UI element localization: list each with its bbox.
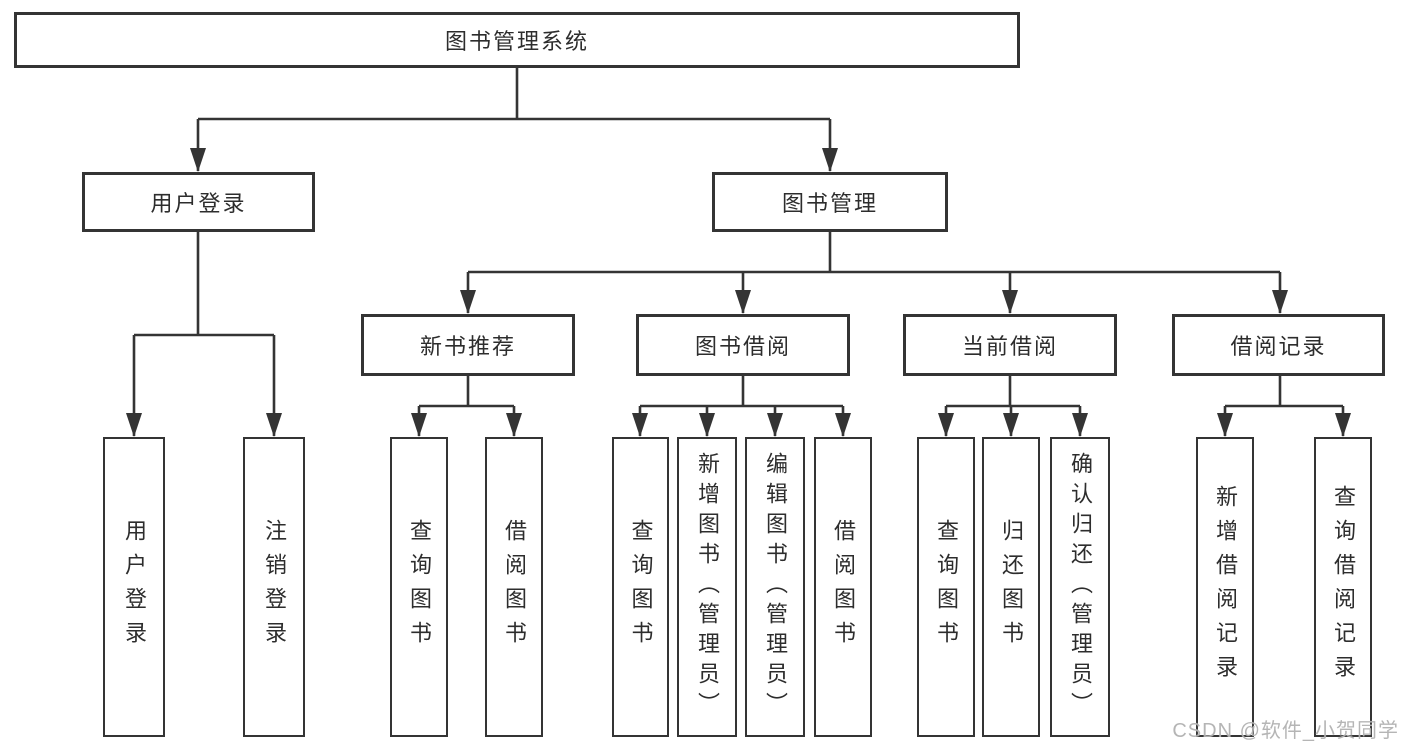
node-label: 查询图书: [934, 519, 959, 655]
leaf-query-borrow-record: 查询借阅记录: [1314, 437, 1372, 737]
node-library-system: 图书管理系统: [14, 12, 1020, 68]
node-label: 图书借阅: [694, 334, 791, 359]
leaf-logout: 注销登录: [243, 437, 305, 737]
node-label: 注销登录: [262, 519, 287, 655]
node-label: 借阅记录: [1230, 334, 1327, 359]
node-label: 借阅图书: [502, 519, 527, 655]
node-label: 新书推荐: [419, 334, 516, 359]
leaf-query-books-1: 查询图书: [390, 437, 448, 737]
leaf-add-books-admin: 新增图书（管理员）: [677, 437, 737, 737]
node-label: 用户登录: [122, 519, 147, 655]
arrowheads: [126, 148, 1351, 437]
leaf-user-login: 用户登录: [103, 437, 165, 737]
csdn-watermark: CSDN @软件_小贺同学: [1172, 720, 1399, 742]
node-borrow-records: 借阅记录: [1172, 314, 1385, 376]
node-label: 图书管理系统: [444, 29, 589, 54]
node-label: 当前借阅: [961, 334, 1058, 359]
node-book-management: 图书管理: [712, 172, 948, 232]
node-label: 新增借阅记录: [1213, 485, 1238, 689]
node-label: 图书管理: [781, 191, 878, 216]
node-user-login: 用户登录: [82, 172, 315, 232]
node-label: 借阅图书: [831, 519, 856, 655]
node-label: 查询图书: [628, 519, 654, 655]
node-new-book-recommend: 新书推荐: [361, 314, 575, 376]
node-label: 查询图书: [407, 519, 432, 655]
leaf-query-books-3: 查询图书: [917, 437, 975, 737]
leaf-borrow-books-2: 借阅图书: [814, 437, 872, 737]
leaf-add-borrow-record: 新增借阅记录: [1196, 437, 1254, 737]
leaf-edit-books-admin: 编辑图书（管理员）: [745, 437, 805, 737]
leaf-query-books-2: 查询图书: [612, 437, 669, 737]
leaf-confirm-return-admin: 确认归还（管理员）: [1050, 437, 1110, 737]
node-label: 用户登录: [150, 191, 247, 216]
node-label: 查询借阅记录: [1331, 485, 1356, 689]
leaf-borrow-books-1: 借阅图书: [485, 437, 543, 737]
node-book-borrow: 图书借阅: [636, 314, 850, 376]
node-label: 归还图书: [999, 519, 1024, 655]
node-label: 编辑图书（管理员）: [763, 452, 788, 722]
node-label: 新增图书（管理员）: [695, 452, 720, 722]
node-label: 确认归还（管理员）: [1068, 452, 1093, 722]
leaf-return-books: 归还图书: [982, 437, 1040, 737]
node-current-borrow: 当前借阅: [903, 314, 1117, 376]
